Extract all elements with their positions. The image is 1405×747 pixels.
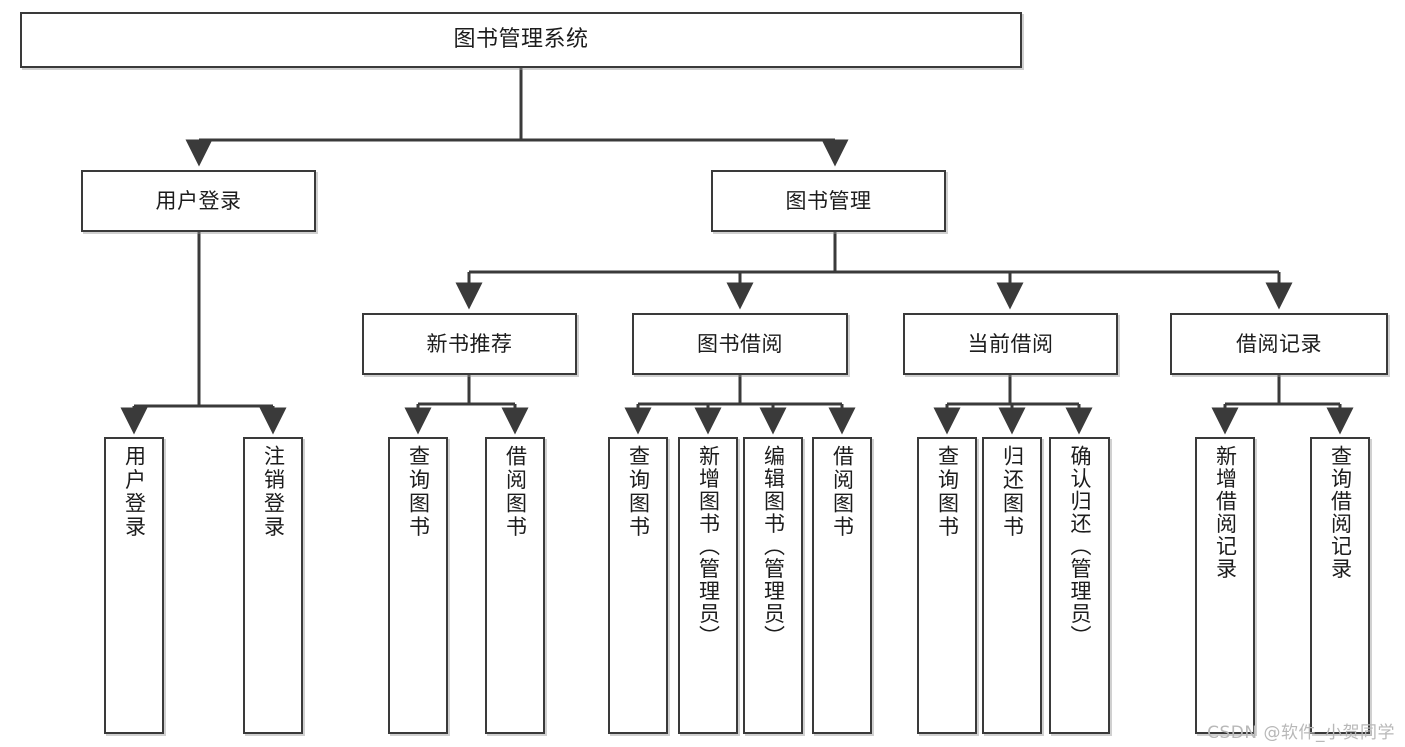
node-root-system[interactable]: 图书管理系统 — [20, 12, 1022, 68]
node-label: 借阅图书 — [830, 445, 855, 539]
node-label: 新增借阅记录 — [1213, 445, 1238, 580]
node-label: 用户登录 — [155, 188, 242, 213]
leaf-logout-login[interactable]: 注销登录 — [243, 437, 303, 734]
node-label: 查询图书 — [935, 445, 960, 539]
node-label: 当前借阅 — [967, 331, 1054, 356]
leaf-query-book-3[interactable]: 查询图书 — [917, 437, 977, 734]
node-current-borrow[interactable]: 当前借阅 — [903, 313, 1118, 375]
node-book-management[interactable]: 图书管理 — [711, 170, 946, 232]
leaf-return-book[interactable]: 归还图书 — [982, 437, 1042, 734]
node-label: 用户登录 — [122, 445, 147, 539]
leaf-query-book-1[interactable]: 查询图书 — [388, 437, 448, 734]
node-user-login[interactable]: 用户登录 — [81, 170, 316, 232]
node-label: 查询图书 — [406, 445, 431, 539]
leaf-confirm-return[interactable]: 确认归还（管理员） — [1049, 437, 1110, 734]
leaf-edit-book[interactable]: 编辑图书（管理员） — [743, 437, 803, 734]
node-label: 借阅图书 — [503, 445, 528, 539]
node-label: 图书管理系统 — [453, 27, 589, 53]
node-label: 新书推荐 — [426, 331, 513, 356]
node-label: 借阅记录 — [1236, 331, 1322, 356]
node-label: 归还图书 — [1000, 445, 1025, 539]
node-book-borrow[interactable]: 图书借阅 — [632, 313, 848, 375]
leaf-add-record[interactable]: 新增借阅记录 — [1195, 437, 1255, 734]
node-borrow-record[interactable]: 借阅记录 — [1170, 313, 1388, 375]
node-label: 注销登录 — [261, 445, 286, 539]
node-label: 图书管理 — [785, 188, 872, 213]
node-label: 图书借阅 — [697, 331, 783, 356]
leaf-borrow-book-1[interactable]: 借阅图书 — [485, 437, 545, 734]
node-label: 新增图书（管理员） — [696, 445, 721, 648]
leaf-add-book[interactable]: 新增图书（管理员） — [678, 437, 738, 734]
node-label: 编辑图书（管理员） — [761, 445, 786, 648]
leaf-query-book-2[interactable]: 查询图书 — [608, 437, 668, 734]
leaf-query-record[interactable]: 查询借阅记录 — [1310, 437, 1370, 734]
node-label: 查询图书 — [626, 445, 651, 539]
node-new-book-recommend[interactable]: 新书推荐 — [362, 313, 577, 375]
node-label: 查询借阅记录 — [1328, 445, 1353, 580]
leaf-user-login[interactable]: 用户登录 — [104, 437, 164, 734]
node-label: 确认归还（管理员） — [1068, 445, 1092, 648]
watermark-text: CSDN @软件_小贺同学 — [1207, 723, 1395, 743]
leaf-borrow-book-2[interactable]: 借阅图书 — [812, 437, 872, 734]
